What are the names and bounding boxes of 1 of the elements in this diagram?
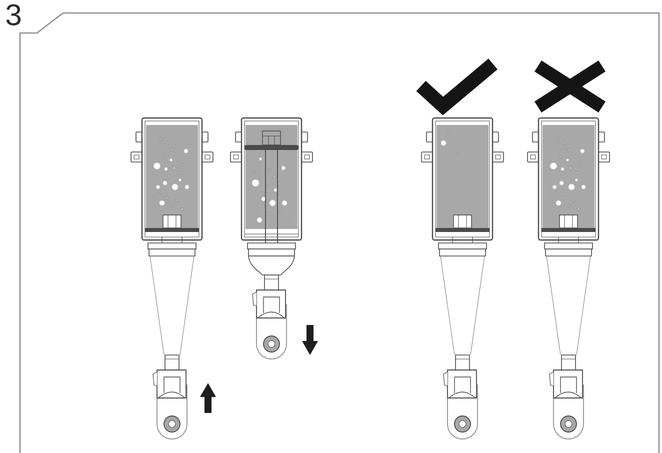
step-number: 3 — [6, 4, 21, 26]
